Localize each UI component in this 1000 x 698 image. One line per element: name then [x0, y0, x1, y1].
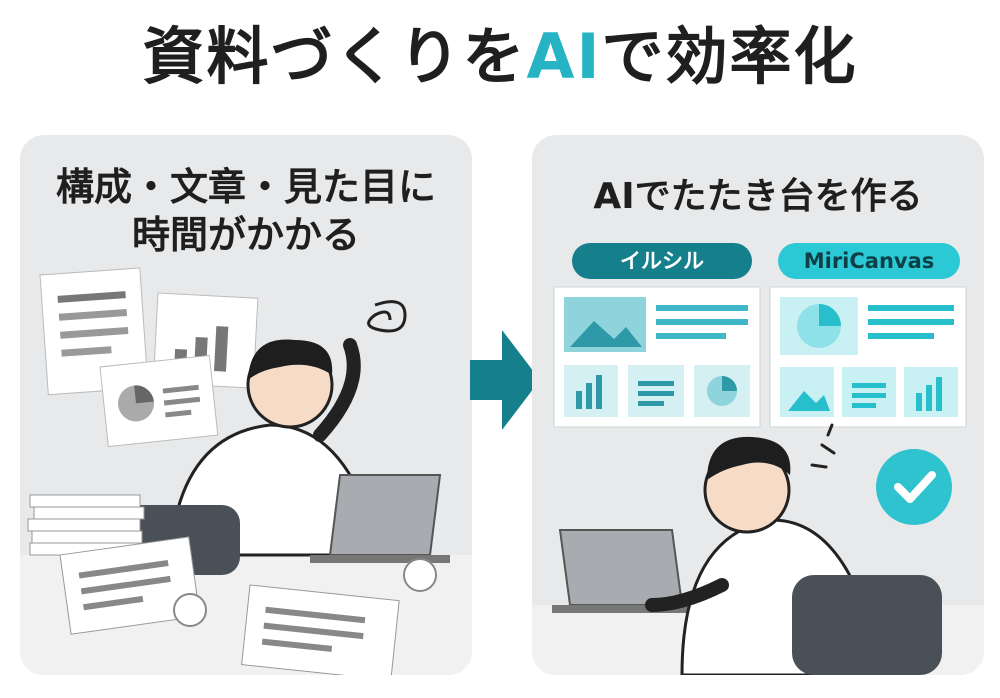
person-hair [707, 436, 791, 480]
laptop [558, 529, 684, 606]
floating-doc-pie-chart-icon [99, 354, 219, 448]
checkmark-icon [876, 449, 952, 525]
chair [792, 575, 942, 675]
loose-paper [59, 536, 201, 635]
person-arm [645, 578, 729, 612]
tool-badge-miricanvas: MiriCanvas [778, 243, 960, 279]
crumpled-paper [403, 558, 437, 592]
title-accent: AI [526, 20, 602, 93]
slide-template-a [553, 286, 761, 428]
person-hair [248, 339, 333, 380]
stressed-worker-illustration [20, 267, 472, 675]
title-part1: 資料づくりを [142, 20, 527, 93]
loose-paper [241, 584, 400, 675]
floating-doc-text-icon [39, 267, 149, 396]
before-caption: 構成・文章・見た目に 時間がかかる [20, 163, 472, 259]
crumpled-paper [173, 593, 207, 627]
person-arm [313, 338, 361, 442]
sparkle-lines-icon [810, 423, 836, 469]
stress-swirl-icon [367, 300, 407, 333]
after-panel: AIでたたき台を作る イルシル MiriCanvas [532, 135, 984, 675]
before-caption-line1: 構成・文章・見た目に [55, 165, 436, 209]
slide-template-b [769, 286, 967, 428]
tool-badge-irushiru: イルシル [572, 243, 752, 279]
productive-worker-illustration [532, 286, 984, 675]
laptop [328, 474, 442, 556]
before-panel: 構成・文章・見た目に 時間がかかる [20, 135, 472, 675]
title-part2: で効率化 [601, 20, 858, 93]
after-caption: AIでたたき台を作る [593, 176, 923, 217]
arrow-right-icon [470, 330, 540, 430]
page-title: 資料づくりをAIで効率化 [0, 22, 1000, 92]
before-caption-line2: 時間がかかる [131, 213, 360, 257]
